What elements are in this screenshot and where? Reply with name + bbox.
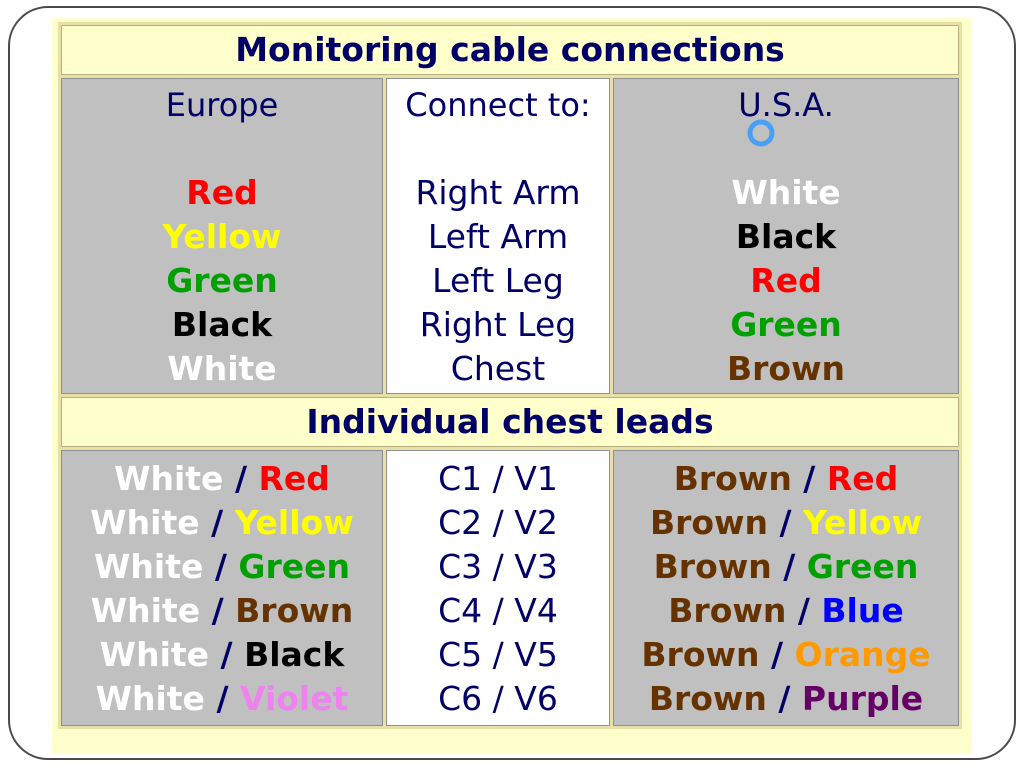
europe-chest-color-1: White: [90, 503, 200, 542]
usa-chest-color-1: Brown: [673, 459, 792, 498]
connect-limb-row: Left Leg: [432, 261, 564, 300]
usa-color: Green: [730, 305, 842, 344]
usa-color: Black: [735, 217, 837, 256]
usa-color: Brown: [726, 349, 846, 388]
usa-limb-row: White: [614, 171, 958, 215]
usa-chest-color-1: Brown: [648, 679, 767, 718]
europe-color: Green: [166, 261, 278, 300]
usa-chest-color-1: Brown: [649, 503, 769, 542]
usa-color: Red: [750, 261, 822, 300]
europe-chest-color-1: White: [90, 591, 201, 630]
separator: /: [771, 547, 807, 586]
usa-chest-color-2: Orange: [794, 635, 931, 674]
usa-chest-color-2: Blue: [821, 591, 904, 630]
europe-chest-row: White / Green: [62, 545, 382, 589]
separator: /: [223, 459, 259, 498]
chest-lead-row: C6 / V6: [438, 679, 558, 718]
usa-chest-row: Brown / Purple: [614, 677, 958, 721]
europe-chest-color-2: Green: [238, 547, 351, 586]
lead-column: C1 / V1 C2 / V2 C3 / V3 C4 / V4 C5 / V5 C6 / …: [386, 450, 610, 726]
chest-leads-title: Individual chest leads: [61, 397, 960, 447]
connect-limb-row: Left Arm: [427, 217, 569, 256]
usa-limb-row: Brown: [614, 347, 958, 391]
usa-chest-row: Brown / Orange: [614, 633, 958, 677]
europe-chest-color-1: White: [99, 635, 210, 674]
chest-lead-row: C2 / V2: [438, 503, 558, 542]
usa-chest-color-1: Brown: [641, 635, 760, 674]
usa-chest-row: Brown / Blue: [614, 589, 958, 633]
usa-header: U.S.A.: [738, 86, 834, 124]
europe-limb-row: Black: [62, 303, 382, 347]
usa-chest-color-2: Red: [826, 459, 899, 498]
europe-color: Red: [186, 173, 258, 212]
usa-chest-color-1: Brown: [668, 591, 787, 630]
europe-chest-row: White / Red: [62, 457, 382, 501]
europe-chest-row: White / Black: [62, 633, 382, 677]
separator: /: [199, 503, 235, 542]
europe-color: Black: [171, 305, 273, 344]
europe-limb-row: Red: [62, 171, 382, 215]
separator: /: [791, 459, 827, 498]
chest-lead-row: C5 / V5: [438, 635, 558, 674]
usa-chest-row: Brown / Yellow: [614, 501, 958, 545]
table-title: Monitoring cable connections: [61, 25, 960, 75]
europe-limb-row: White: [62, 347, 382, 391]
europe-chest-row: White / Brown: [62, 589, 382, 633]
europe-chest-row: White / Yellow: [62, 501, 382, 545]
usa-chest-color-2: Yellow: [803, 503, 923, 542]
europe-color: White: [167, 349, 277, 388]
chest-lead-row: C4 / V4: [438, 591, 558, 630]
europe-chest-color-2: Violet: [239, 679, 349, 718]
connect-limb-row: Right Leg: [419, 305, 577, 344]
usa-color: White: [731, 173, 841, 212]
separator: /: [768, 503, 804, 542]
europe-chest-color-2: Red: [258, 459, 330, 498]
europe-chest-color-2: Black: [244, 635, 345, 674]
europe-chest-color-1: White: [95, 679, 205, 718]
europe-color: Yellow: [162, 217, 282, 256]
connect-header: Connect to:: [405, 86, 591, 124]
usa-limb-row: Black: [614, 215, 958, 259]
europe-header: Europe: [165, 86, 279, 124]
usa-chest-color-2: Green: [806, 547, 919, 586]
europe-chest-color-2: Brown: [235, 591, 354, 630]
europe-limb-row: Yellow: [62, 215, 382, 259]
separator: /: [204, 679, 240, 718]
connect-limb-row: Right Arm: [415, 173, 581, 212]
europe-chest-row: White / Violet: [62, 677, 382, 721]
separator: /: [209, 635, 245, 674]
europe-chest-color-1: White: [114, 459, 224, 498]
usa-chest-row: Brown / Green: [614, 545, 958, 589]
usa-limb-row: Green: [614, 303, 958, 347]
cursor-ring-icon: [747, 119, 775, 147]
europe-limb-row: Green: [62, 259, 382, 303]
separator: /: [786, 591, 822, 630]
europe-chest-color-2: Yellow: [234, 503, 354, 542]
usa-chest-color-1: Brown: [653, 547, 772, 586]
separator: /: [759, 635, 795, 674]
connect-limb-row: Chest: [450, 349, 546, 388]
usa-chest-color-2: Purple: [801, 679, 924, 718]
chest-lead-row: C3 / V3: [438, 547, 558, 586]
chest-lead-row: C1 / V1: [438, 459, 558, 498]
separator: /: [200, 591, 236, 630]
separator: /: [766, 679, 802, 718]
europe-chest-color-1: White: [93, 547, 204, 586]
usa-chest-row: Brown / Red: [614, 457, 958, 501]
separator: /: [203, 547, 239, 586]
usa-limb-row: Red: [614, 259, 958, 303]
